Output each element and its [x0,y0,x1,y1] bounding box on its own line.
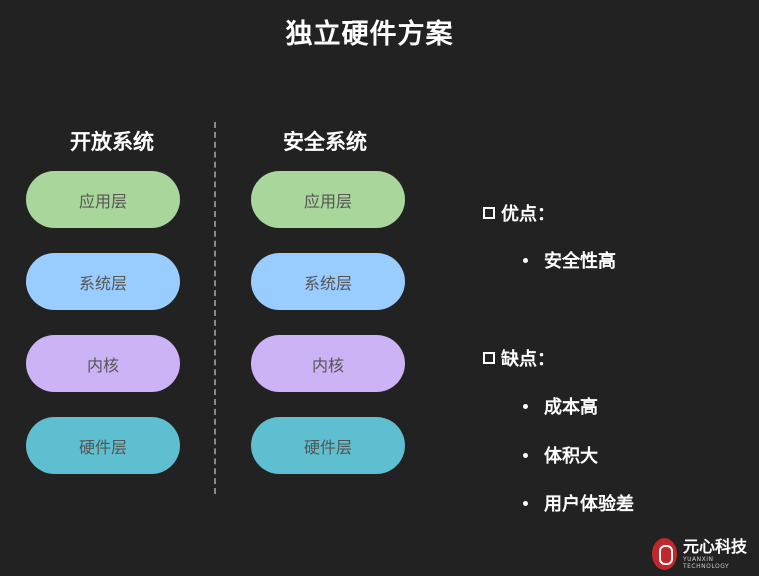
secure-app-layer: 应用层 [251,171,405,228]
column-divider [214,122,216,494]
cons-heading-label: 缺点： [501,349,555,370]
bullet-dot-icon [523,452,528,458]
open-kernel-layer: 内核 [26,335,180,392]
open-system-layer: 系统层 [26,253,180,310]
cons-item-label: 成本高 [544,397,598,418]
page-title: 独立硬件方案 [285,19,454,50]
secure-system-layer: 系统层 [251,253,405,310]
secure-system-heading: 安全系统 [283,130,367,154]
bullet-dot-icon [523,257,528,263]
pros-item: 安全性高 [523,247,616,273]
secure-hardware-layer: 硬件层 [251,417,405,474]
logo-name: 元心科技 [682,537,747,556]
checkbox-square-icon [483,352,495,364]
pros-item-label: 安全性高 [544,251,616,272]
logo-mark-icon [652,538,677,570]
cons-item: 用户体验差 [523,490,634,516]
cons-heading: 缺点： [483,345,555,371]
secure-kernel-layer: 内核 [251,335,405,392]
pros-heading: 优点： [483,200,555,226]
open-hardware-layer: 硬件层 [26,417,180,474]
bullet-dot-icon [523,403,528,409]
checkbox-square-icon [483,207,495,219]
cons-item-label: 用户体验差 [544,494,634,515]
bullet-dot-icon [523,500,528,506]
open-app-layer: 应用层 [26,171,180,228]
cons-item: 体积大 [523,442,598,468]
cons-item-label: 体积大 [544,446,598,467]
pros-heading-label: 优点： [501,204,555,225]
company-logo: 元心科技 YUANXIN TECHNOLOGY [652,538,759,570]
logo-subtitle: YUANXIN TECHNOLOGY [682,556,730,570]
cons-item: 成本高 [523,393,598,419]
open-system-heading: 开放系统 [70,130,154,154]
